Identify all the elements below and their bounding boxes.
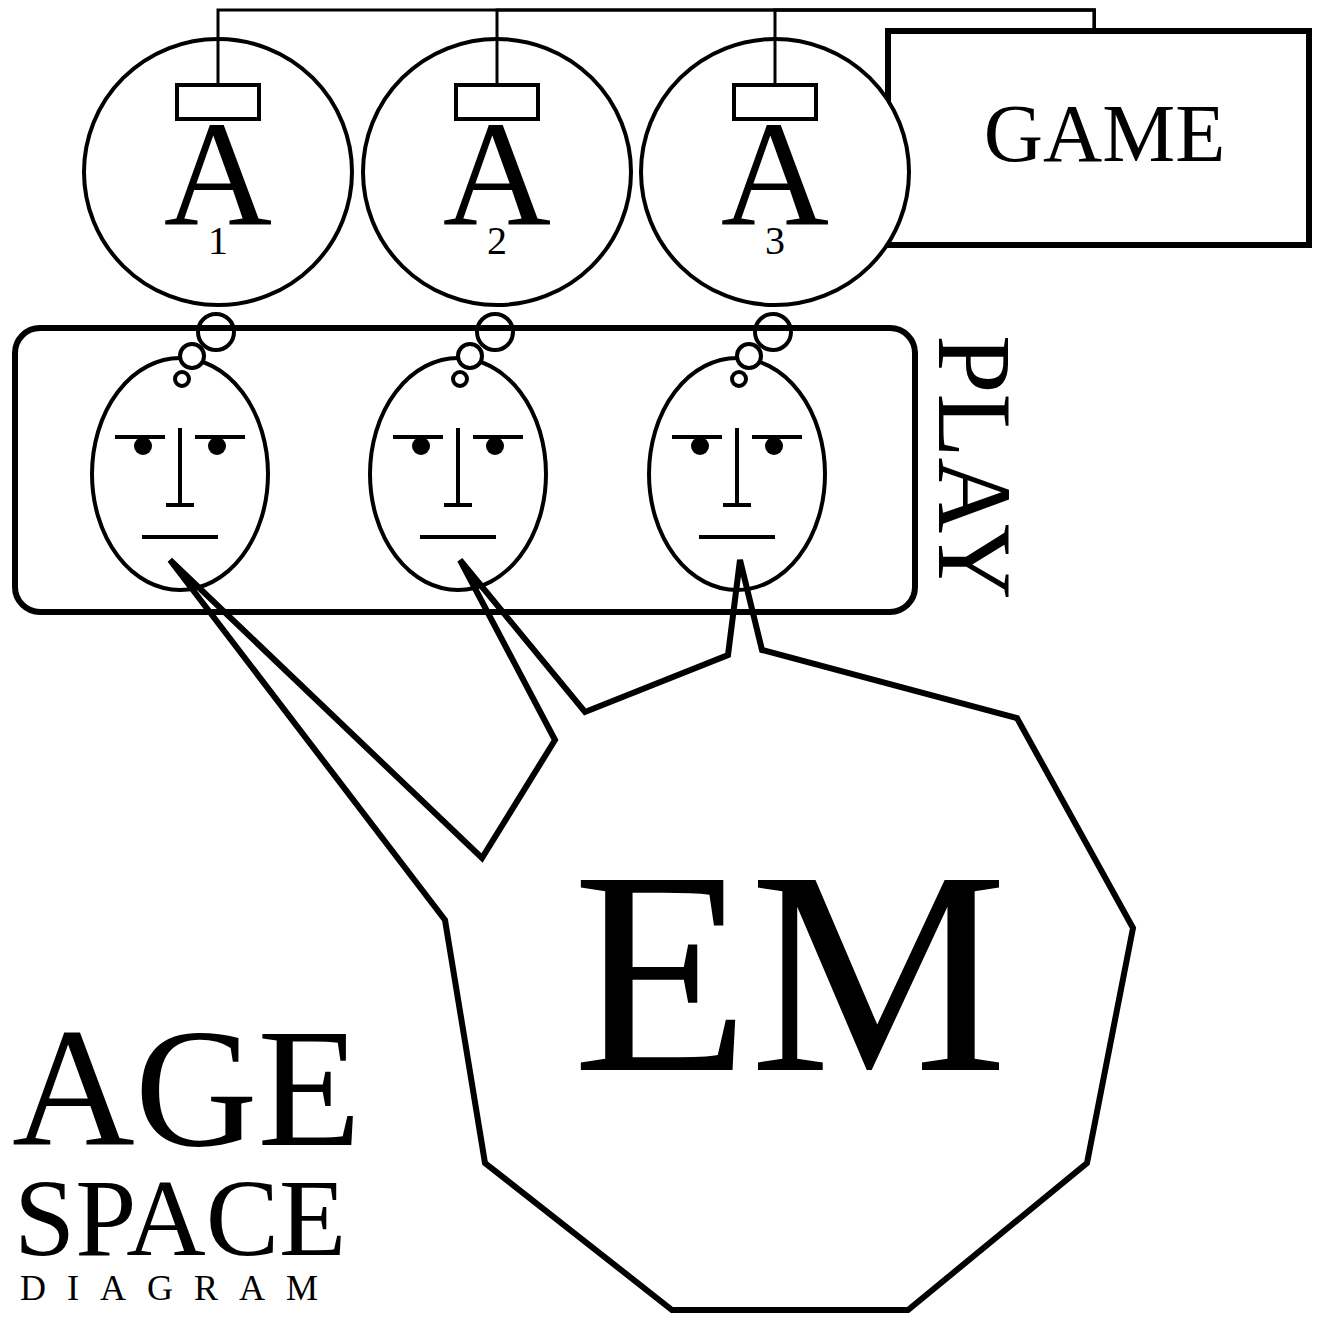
agent-number: 1 <box>82 221 354 261</box>
game-box: GAME <box>885 28 1312 248</box>
title-word-box: SPACE <box>14 1163 346 1273</box>
frame-heading: PLAY <box>922 335 1027 600</box>
thought-circle: A2 <box>361 37 633 307</box>
stem-line <box>496 37 499 85</box>
title-word-box: DIAGRAM <box>20 1270 339 1306</box>
box-label: GAME <box>984 93 1225 175</box>
title-word: AGE <box>12 1003 361 1173</box>
stem-line <box>774 37 777 85</box>
thought-circle: A1 <box>82 37 354 307</box>
stem-line <box>217 37 220 85</box>
thought-bubbles <box>175 314 791 386</box>
play-frame: PLAY <box>12 325 1042 615</box>
title-word: DIAGRAM <box>20 1270 339 1306</box>
thought-circle: A3 <box>639 37 911 307</box>
agent-number: 3 <box>639 221 911 261</box>
title-word-box: AGE <box>12 1003 361 1173</box>
agent-number: 2 <box>361 221 633 261</box>
bubble-label: EM <box>573 828 1008 1118</box>
frame-outline <box>12 325 1042 615</box>
face <box>649 358 825 590</box>
face <box>370 358 546 590</box>
title-word: SPACE <box>14 1163 346 1273</box>
face <box>92 358 268 590</box>
